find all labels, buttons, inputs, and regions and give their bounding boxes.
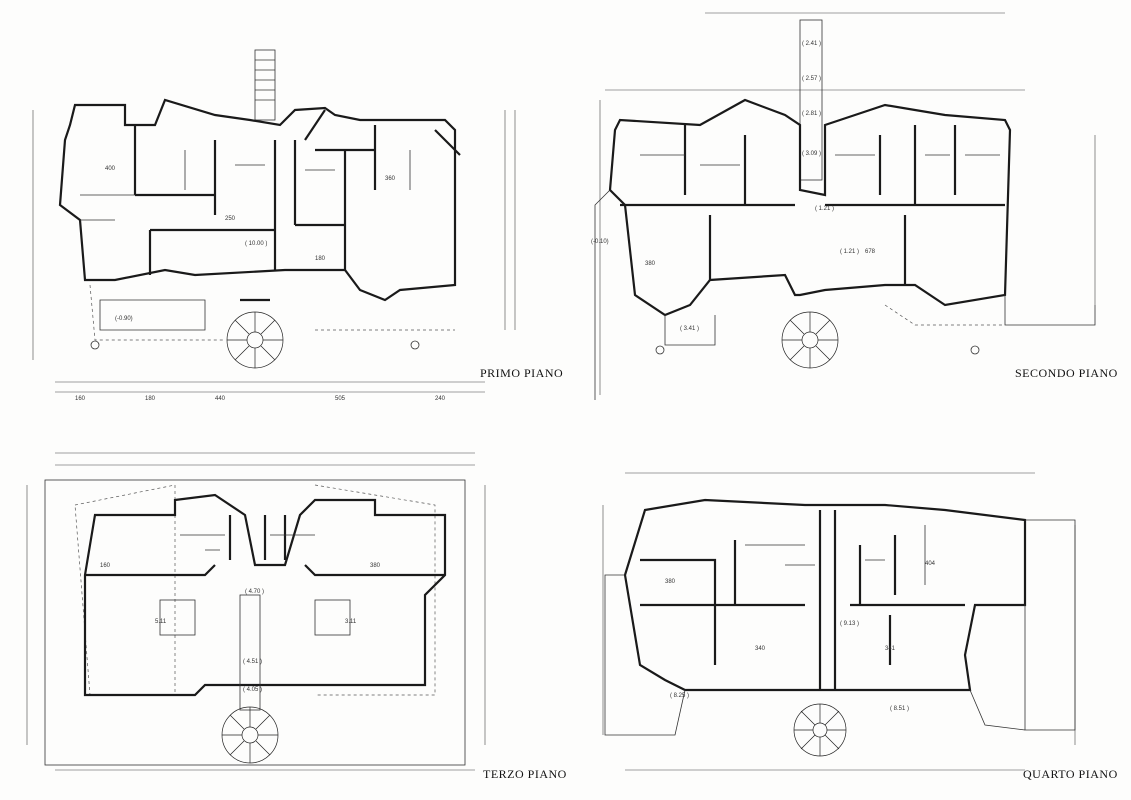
svg-text:380: 380 — [370, 563, 381, 569]
svg-text:5.11: 5.11 — [155, 619, 167, 625]
svg-text:( 1.21 ): ( 1.21 ) — [840, 249, 859, 255]
plan-title: PRIMO PIANO — [480, 366, 564, 380]
floor-plan-drawing: ( 10.00 ) (-0.90) 400 250 360 180 160 180 4… — [32, 49, 516, 402]
level-label: ( 9.13 ) — [840, 621, 859, 627]
svg-text:400: 400 — [105, 166, 116, 172]
svg-text:( 10.00 ): ( 10.00 ) — [245, 241, 267, 247]
svg-text:180: 180 — [315, 256, 326, 262]
floor-plan-drawing: ( 2.41 ) ( 2.57 ) ( 2.81 ) ( 3.09 ) ( 3.… — [591, 12, 1096, 400]
svg-text:(-0.10): (-0.10) — [591, 239, 609, 245]
svg-text:240: 240 — [435, 396, 446, 402]
svg-text:3.11: 3.11 — [345, 619, 357, 625]
plan-title: QUARTO PIANO — [1023, 767, 1118, 781]
svg-text:( 3.41 ): ( 3.41 ) — [680, 326, 699, 332]
plan-title: SECONDO PIANO — [1015, 366, 1118, 380]
plan-secondo-piano: ( 2.41 ) ( 2.57 ) ( 2.81 ) ( 3.09 ) ( 3.… — [585, 5, 1125, 405]
plan-title: TERZO PIANO — [483, 767, 567, 781]
svg-text:340: 340 — [755, 646, 766, 652]
floor-plan-drawing: ( 8.25 ) ( 8.51 ) ( 9.13 ) 380 404 340 341 — [602, 472, 1076, 771]
svg-text:( 2.41 ): ( 2.41 ) — [802, 41, 821, 47]
level-label: ( 1.21 ) — [815, 206, 834, 212]
svg-text:505: 505 — [335, 396, 346, 402]
svg-text:678: 678 — [865, 249, 876, 255]
svg-text:360: 360 — [385, 176, 396, 182]
svg-text:440: 440 — [215, 396, 226, 402]
svg-text:(-0.90): (-0.90) — [115, 316, 133, 322]
level-label: ( 4.70 ) — [245, 589, 264, 595]
svg-text:160: 160 — [75, 396, 86, 402]
svg-text:( 2.81 ): ( 2.81 ) — [802, 111, 821, 117]
svg-text:( 3.09 ): ( 3.09 ) — [802, 151, 821, 157]
svg-text:( 8.51 ): ( 8.51 ) — [890, 706, 909, 712]
svg-text:( 2.57 ): ( 2.57 ) — [802, 76, 821, 82]
svg-text:( 4.05 ): ( 4.05 ) — [243, 687, 262, 693]
svg-text:250: 250 — [225, 216, 236, 222]
plan-primo-piano: ( 10.00 ) (-0.90) 400 250 360 180 160 180 4… — [15, 30, 564, 405]
svg-text:( 8.25 ): ( 8.25 ) — [670, 693, 689, 699]
svg-text:( 4.51 ): ( 4.51 ) — [243, 659, 262, 665]
plan-quarto-piano: ( 8.25 ) ( 8.51 ) ( 9.13 ) 380 404 340 341… — [585, 465, 1125, 795]
svg-text:404: 404 — [925, 561, 936, 567]
svg-text:380: 380 — [665, 579, 676, 585]
svg-text:180: 180 — [145, 396, 156, 402]
svg-text:380: 380 — [645, 261, 656, 267]
floor-plan-drawing: ( 4.51 ) ( 4.05 ) ( 4.70 ) 160 380 5.11 3.… — [26, 452, 486, 771]
svg-text:160: 160 — [100, 563, 111, 569]
plan-terzo-piano: ( 4.51 ) ( 4.05 ) ( 4.70 ) 160 380 5.11 3.… — [15, 445, 566, 795]
svg-text:341: 341 — [885, 646, 896, 652]
